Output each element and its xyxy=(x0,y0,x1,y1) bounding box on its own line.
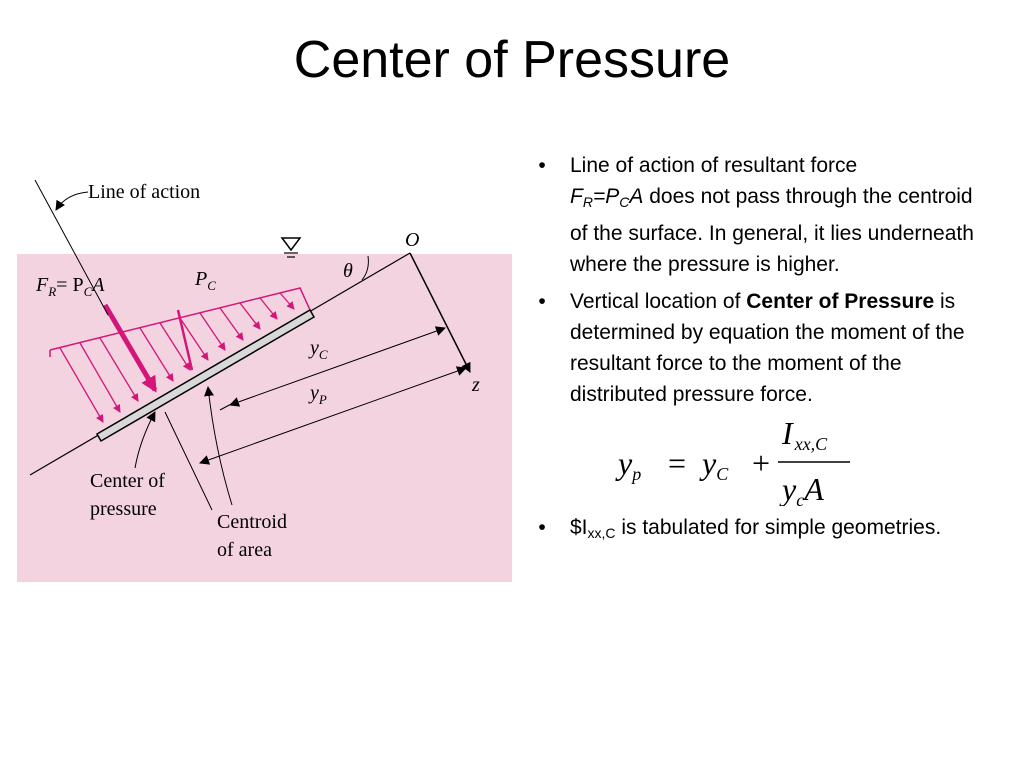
free-surface-icon xyxy=(280,237,302,258)
bullet-item: • Line of action of resultant force FR=P… xyxy=(530,150,980,280)
svg-text:Ixx,C: Ixx,C xyxy=(781,416,828,454)
svg-text:yC: yC xyxy=(699,445,729,484)
pc-label: PC xyxy=(194,268,216,293)
resultant-force-arrow xyxy=(102,303,158,393)
line-of-action xyxy=(34,179,109,316)
center-of-pressure-label-2: pressure xyxy=(90,498,157,520)
bullet-list: • Line of action of resultant force FR=P… xyxy=(530,150,980,555)
pc-arrow xyxy=(176,309,194,371)
centroid-label-1: Centroid xyxy=(217,511,287,533)
diagram-svg: Line of action FR= PCA PC O θ z yC yP Ce… xyxy=(17,179,512,582)
bullet-item: • Vertical location of Center of Pressur… xyxy=(530,286,980,410)
svg-text:yp: yp xyxy=(615,445,641,484)
centroid-label-2: of area xyxy=(217,539,272,561)
theta-arc xyxy=(361,255,369,281)
bullet-item: • $Ixx,C is tabulated for simple geometr… xyxy=(530,512,980,549)
svg-text:FR= PCA: FR= PCA xyxy=(35,274,105,299)
yc-label: yC xyxy=(308,337,328,362)
bullet-dot: • xyxy=(538,290,546,313)
centroid-pointer xyxy=(204,386,233,506)
center-of-pressure-diagram: Line of action FR= PCA PC O θ z yC yP Ce… xyxy=(0,150,520,590)
svg-text:+: + xyxy=(752,445,770,481)
z-axis xyxy=(409,252,471,373)
center-of-pressure-pointer xyxy=(134,411,156,469)
fr-label: FR= PCA xyxy=(35,274,105,299)
svg-text:ycA: ycA xyxy=(779,471,824,506)
bullet-dot: • xyxy=(538,154,546,177)
center-of-pressure-label-1: Center of xyxy=(90,470,165,492)
svg-text:=: = xyxy=(668,445,686,481)
z-label: z xyxy=(471,374,480,396)
yp-dimension xyxy=(199,366,467,465)
bullet-dot: • xyxy=(538,516,546,539)
line-of-action-pointer xyxy=(55,191,89,211)
line-of-action-label: Line of action xyxy=(88,181,200,203)
yp-label: yP xyxy=(308,382,327,407)
pressure-arrows xyxy=(59,292,295,423)
slide-title: Center of Pressure xyxy=(293,31,731,89)
theta-label: θ xyxy=(343,260,353,282)
origin-label: O xyxy=(405,229,419,251)
